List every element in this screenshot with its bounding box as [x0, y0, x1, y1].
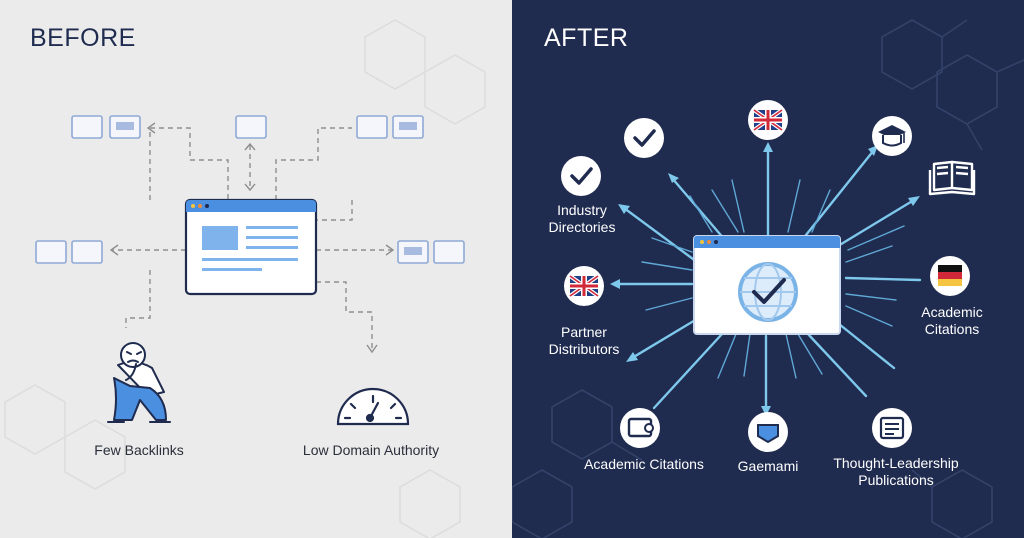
gaemami-label: Gaemami — [737, 458, 799, 474]
uk-flag-icon — [564, 266, 604, 306]
central-browser-window — [184, 198, 318, 296]
arrow-heads — [109, 122, 395, 354]
industry-directories-label: Industry Directories — [548, 202, 616, 235]
academic-citations-right-label: Academic Citations — [921, 304, 983, 337]
academic-citations-bottom-label: Academic Citations — [584, 456, 704, 472]
arrow-tips — [610, 142, 920, 416]
low-domain-authority-label: Low Domain Authority — [302, 442, 440, 458]
speedometer-icon — [336, 387, 410, 426]
open-book-icon — [928, 160, 976, 196]
publication-icon — [872, 408, 912, 448]
checkmark-icon — [561, 156, 601, 196]
after-heading: AFTER — [544, 24, 629, 52]
dashed-connectors — [112, 127, 392, 350]
hexagon-pattern — [4, 19, 486, 538]
uk-flag-icon — [748, 100, 788, 140]
worried-person-icon — [107, 342, 171, 423]
checkmark-icon — [624, 118, 664, 158]
linked-site-boxes — [35, 115, 465, 264]
before-graphic — [4, 19, 486, 538]
secondary-arrows — [641, 179, 905, 379]
molecule-pattern — [512, 19, 1024, 538]
after-panel: AFTER Industry Directories Partner Distr… — [512, 0, 1024, 538]
partner-distributors-label: Partner Distributors — [548, 324, 620, 357]
few-backlinks-label: Few Backlinks — [94, 442, 184, 458]
globe-check-icon — [738, 262, 798, 322]
german-flag-icon — [930, 256, 970, 296]
radiating-arrows — [614, 146, 922, 412]
thought-leadership-label: Thought-Leadership Publications — [833, 455, 959, 488]
after-graphic — [512, 19, 1024, 538]
before-heading: BEFORE — [30, 24, 136, 52]
site-box-fills — [116, 122, 422, 255]
badge-icon — [748, 412, 788, 452]
graduation-cap-icon — [872, 116, 912, 156]
before-panel: BEFORE Few Backlinks Low Domain Authorit… — [0, 0, 512, 538]
certificate-icon — [620, 408, 660, 448]
